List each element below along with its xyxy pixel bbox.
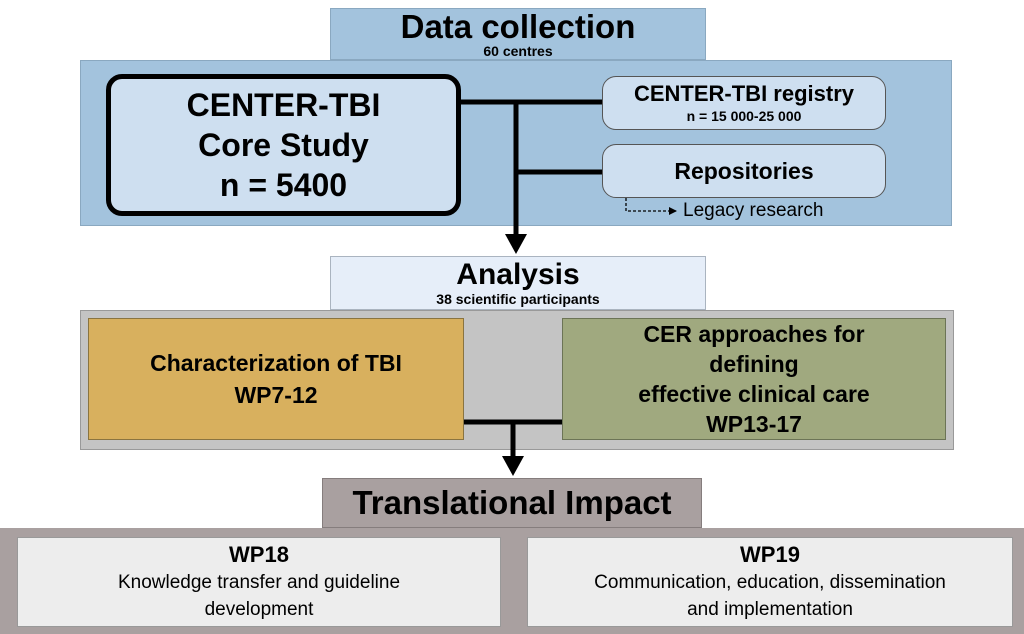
core-study-line2: Core Study — [198, 127, 369, 163]
characterization-line1: Characterization of TBI — [150, 350, 402, 376]
arrow-to-impact — [502, 456, 524, 476]
wp19-line2: and implementation — [687, 599, 853, 620]
legacy-research-label: Legacy research — [683, 200, 824, 221]
wp18-title: WP18 — [229, 542, 289, 567]
characterization-line2: WP7-12 — [234, 382, 318, 408]
wp19-line1: Communication, education, dissemination — [594, 572, 946, 593]
cer-line3: effective clinical care — [638, 381, 870, 407]
core-study-line3: n = 5400 — [219, 167, 348, 203]
wp19-box: WP19 Communication, education, dissemina… — [527, 537, 1013, 627]
analysis-title: Analysis — [456, 258, 580, 291]
characterization-box: Characterization of TBI WP7-12 — [88, 318, 464, 440]
core-study-box: CENTER-TBI Core Study n = 5400 — [106, 74, 461, 216]
registry-title: CENTER-TBI registry — [633, 81, 855, 106]
cer-line4: WP13-17 — [706, 411, 802, 437]
registry-box: CENTER-TBI registry n = 15 000-25 000 — [602, 76, 886, 130]
core-study-line1: CENTER-TBI — [186, 87, 381, 123]
data-collection-subtitle: 60 centres — [483, 42, 553, 59]
wp18-line2: development — [204, 599, 314, 620]
impact-header: Translational Impact — [322, 478, 702, 528]
repositories-box: Repositories — [602, 144, 886, 198]
analysis-header: Analysis 38 scientific participants — [330, 256, 706, 310]
legacy-dashed-connector — [625, 198, 677, 215]
repositories-label: Repositories — [674, 157, 814, 184]
wp19-title: WP19 — [740, 542, 800, 567]
arrow-to-analysis — [505, 234, 527, 254]
registry-count: n = 15 000-25 000 — [686, 108, 802, 124]
cer-box: CER approaches for defining effective cl… — [562, 318, 946, 440]
cer-line2: defining — [709, 351, 799, 377]
wp18-line1: Knowledge transfer and guideline — [117, 572, 401, 593]
data-collection-header: Data collection 60 centres — [330, 8, 706, 60]
wp18-box: WP18 Knowledge transfer and guideline de… — [17, 537, 501, 627]
analysis-subtitle: 38 scientific participants — [436, 291, 600, 307]
data-collection-title: Data collection — [400, 7, 636, 45]
cer-line1: CER approaches for — [643, 321, 865, 347]
impact-title: Translational Impact — [352, 484, 672, 521]
